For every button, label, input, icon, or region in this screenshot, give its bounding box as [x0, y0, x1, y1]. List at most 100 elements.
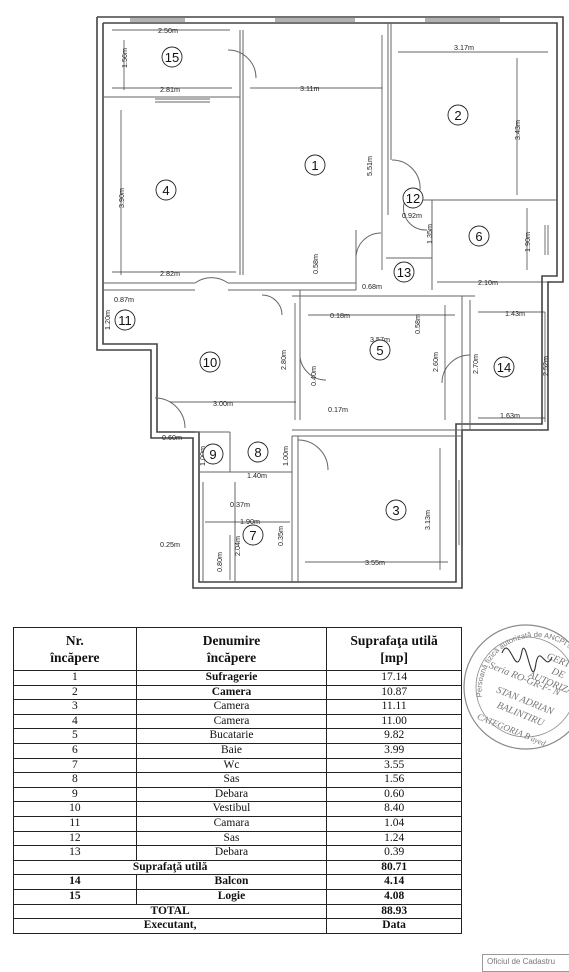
cell-name: Camera — [135, 699, 328, 715]
cell-name: Camera — [135, 713, 328, 730]
ancpi-stamp: Persoană fizică autorizată de ANCPI să C… — [463, 624, 569, 750]
room-marker: 9 — [202, 443, 224, 465]
cell-name: Camera — [135, 684, 328, 701]
dim-label: 0.17m — [328, 405, 348, 414]
footer-executant: Executant, — [12, 918, 328, 934]
dim-label: 0.60m — [162, 433, 182, 442]
cell-area: 8.40 — [326, 801, 462, 817]
dim-label: 3.57m — [370, 335, 390, 344]
cell-area: 11.00 — [326, 713, 462, 730]
cell-name: Sas — [135, 772, 328, 788]
cell-name: Logie — [135, 888, 328, 905]
cell-area: 10.87 — [326, 684, 462, 701]
cell-nr: 13 — [13, 845, 137, 861]
room-marker: 12 — [402, 187, 424, 209]
dim-label: 1.43m — [505, 309, 525, 318]
table-header-row: Nr. încăpere Denumire încăpere Suprafaţa… — [13, 627, 462, 671]
cell-area: 11.11 — [326, 699, 462, 715]
room-marker: 3 — [385, 499, 407, 521]
cell-area: 0.39 — [326, 845, 462, 861]
room-marker: 7 — [242, 524, 264, 546]
cell-nr: 6 — [13, 742, 137, 759]
header-nr: Nr. încăpere — [13, 627, 137, 671]
room-number: 2 — [454, 108, 461, 123]
cell-name: Sufragerie — [135, 670, 328, 686]
dim-label: 0.58m — [311, 254, 320, 274]
room-marker: 6 — [468, 225, 490, 247]
cell-area: 17.14 — [326, 670, 462, 686]
cell-nr: 5 — [13, 728, 137, 744]
dim-label: 2.60m — [431, 352, 440, 372]
dim-label: 2.50m — [158, 26, 178, 35]
total-label: TOTAL — [12, 903, 328, 920]
door-arcs — [154, 49, 471, 471]
dim-label: 2.10m — [478, 278, 498, 287]
dim-label: 1.90m — [523, 232, 532, 252]
cell-nr: 3 — [13, 699, 137, 715]
cell-name: Debara — [135, 845, 328, 861]
subtotal-area: 80.71 — [326, 859, 462, 876]
dim-label: 0.58m — [413, 314, 422, 334]
cell-nr: 15 — [13, 888, 137, 905]
header-area: Suprafaţa utilă [mp] — [326, 627, 462, 671]
inner-walls — [103, 23, 556, 582]
dim-label: 0.35m — [276, 526, 285, 546]
dim-label: 3.55m — [365, 558, 385, 567]
room-number: 11 — [118, 313, 132, 328]
room-marker: 15 — [161, 46, 183, 68]
cell-area: 4.14 — [326, 874, 462, 890]
cell-name: Bucatarie — [135, 728, 328, 744]
dim-label: 0.87m — [114, 295, 134, 304]
dim-label: 2.80m — [279, 350, 288, 370]
dim-label: 1.56m — [120, 48, 129, 68]
dim-label: 0.37m — [230, 500, 250, 509]
room-number: 3 — [392, 503, 399, 518]
cell-nr: 7 — [13, 757, 137, 774]
cell-area: 1.04 — [326, 815, 462, 832]
room-number: 10 — [203, 355, 217, 370]
dimension-labels: 2.50m 1.56m 2.81m 3.11m 3.17m 3.43m 5.51… — [103, 26, 550, 572]
room-marker: 2 — [447, 104, 469, 126]
dim-label: 3.90m — [117, 188, 126, 208]
cell-nr: 2 — [13, 684, 137, 701]
dim-label: 0.18m — [330, 311, 350, 320]
dim-label: 3.17m — [454, 43, 474, 52]
cell-nr: 12 — [13, 830, 137, 847]
room-number: 13 — [397, 265, 411, 280]
cell-name: Sas — [135, 830, 328, 847]
dim-label: 1.63m — [500, 411, 520, 420]
cell-nr: 8 — [13, 772, 137, 788]
room-marker: 14 — [493, 356, 515, 378]
floor-plan: 2.50m 1.56m 2.81m 3.11m 3.17m 3.43m 5.51… — [96, 16, 564, 589]
oficiu-label: Oficiul de Cadastru — [482, 954, 569, 972]
dim-label: 2.52m — [541, 356, 550, 376]
dim-label: 0.40m — [309, 366, 318, 386]
room-number: 7 — [249, 528, 256, 543]
room-marker: 13 — [393, 261, 415, 283]
cell-area: 9.82 — [326, 728, 462, 744]
cell-area: 0.60 — [326, 786, 462, 803]
cell-area: 3.55 — [326, 757, 462, 774]
cell-area: 1.24 — [326, 830, 462, 847]
cell-name: Camara — [135, 815, 328, 832]
room-number: 15 — [165, 50, 179, 65]
room-number: 4 — [162, 183, 169, 198]
dim-label: 3.11m — [300, 84, 319, 93]
room-marker: 5 — [369, 339, 391, 361]
room-number: 14 — [497, 360, 511, 375]
dim-label: 0.25m — [160, 540, 180, 549]
footer-row: Executant,Data — [12, 918, 462, 934]
dim-label: 0.68m — [362, 282, 382, 291]
